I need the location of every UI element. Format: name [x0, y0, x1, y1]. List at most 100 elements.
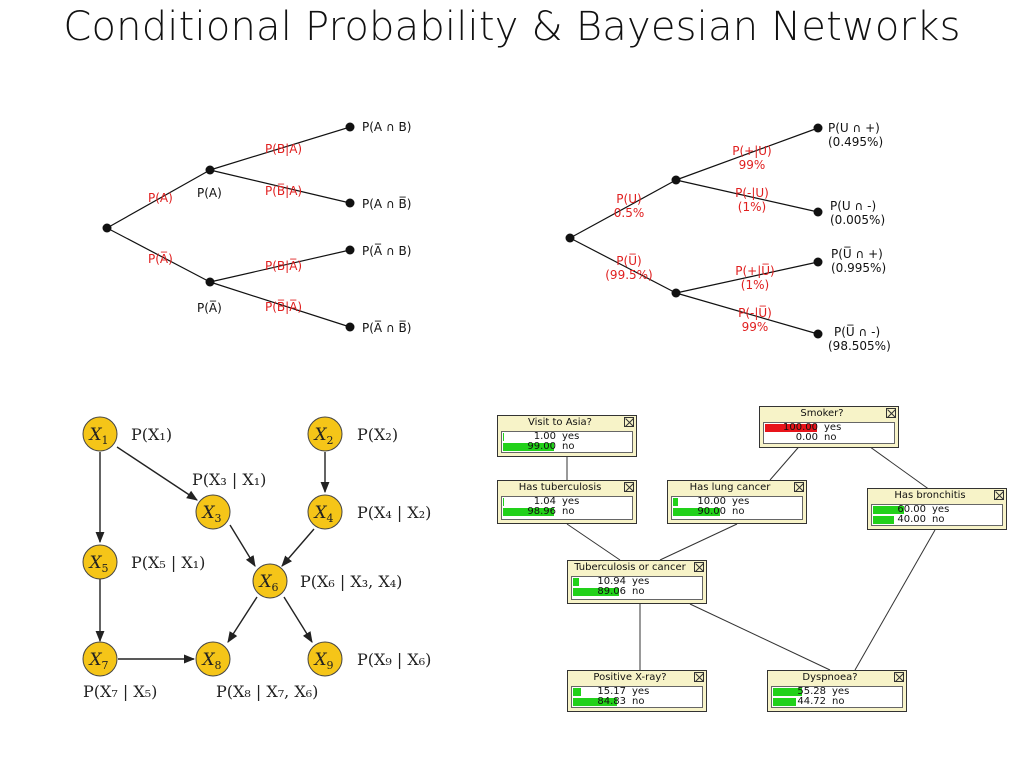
tree1-label-pb-given-abar: P(B|A̅)	[265, 258, 302, 273]
close-icon[interactable]	[624, 482, 634, 492]
tree1-outcome-2: P(A ∩ B̅)	[362, 196, 411, 211]
probability-bar	[765, 424, 817, 432]
probability-bar	[503, 508, 554, 516]
tree2-value-pneg-given-u: (1%)	[738, 200, 766, 214]
dag-label-x5: P(X₅ | X₁)	[131, 553, 205, 572]
state-label: yes	[824, 422, 842, 433]
probability-bar	[503, 433, 504, 441]
dag-node-x3	[195, 494, 231, 530]
state-label: no	[832, 696, 845, 707]
state-label: no	[732, 506, 745, 517]
tree2-outcome-2-label: P(U ∩ -)	[830, 199, 876, 213]
tree2-outcome-3-label: P(U̅ ∩ +)	[831, 246, 883, 261]
bn-node-title: Has bronchitis	[894, 490, 966, 501]
tree2-label-pu: P(U)	[616, 192, 641, 206]
state-value: 60.00	[897, 504, 926, 515]
close-icon[interactable]	[694, 562, 704, 572]
probability-bar	[503, 498, 504, 506]
tree2-leaf-4	[813, 329, 823, 339]
tree1-label-pa: P(A)	[148, 191, 173, 205]
dag-label-x3: P(X₃ | X₁)	[192, 470, 266, 489]
dag-label-x1: P(X₁)	[131, 425, 172, 444]
tree1-label-pabar: P(A̅)	[148, 251, 173, 266]
dag-node-x6	[252, 563, 288, 599]
probability-bar	[573, 698, 617, 706]
state-label: no	[932, 514, 945, 525]
probability-bar	[873, 516, 894, 524]
bn-node-title: Smoker?	[800, 408, 844, 419]
state-label: yes	[732, 496, 750, 507]
state-value: 55.28	[797, 686, 826, 697]
state-value: 100.00	[783, 422, 818, 433]
close-icon[interactable]	[624, 417, 634, 427]
dag-label-x7: P(X₇ | X₅)	[83, 682, 157, 701]
dag-node-x4	[307, 494, 343, 530]
tree2-root-node	[565, 233, 575, 243]
tree2-label-pneg-given-ubar: P(-|U̅)	[738, 305, 772, 320]
tree2-leaf-1	[813, 123, 823, 133]
probability-bar	[873, 506, 904, 514]
close-icon[interactable]	[994, 490, 1004, 500]
tree2-label-ppos-given-ubar: P(+|U̅)	[735, 263, 774, 278]
tree1-node-abar	[205, 277, 215, 287]
tree1-outcome-1: P(A ∩ B)	[362, 120, 411, 134]
state-value: 40.00	[897, 514, 926, 525]
tree2-outcome-3-value: (0.995%)	[831, 261, 886, 275]
tree1-label-pbbar-given-abar: P(B̅|A̅)	[265, 299, 302, 314]
state-value: 1.00	[533, 431, 556, 442]
tree2-outcome-2-value: (0.005%)	[830, 213, 885, 227]
tree1-node-label-upper: P(A)	[197, 186, 222, 200]
state-label: no	[562, 441, 575, 452]
bn-node-dyspnoea[interactable]: Dyspnoea? 55.28 yes 44.72 no	[767, 670, 907, 712]
state-label: no	[632, 586, 645, 597]
dag-node-x8	[195, 641, 231, 677]
dag-label-x2: P(X₂)	[357, 425, 398, 444]
tree1-label-pb-given-a: P(B|A)	[265, 142, 302, 156]
state-value: 44.72	[797, 696, 826, 707]
bn-node-has-bronchitis[interactable]: Has bronchitis 60.00 yes 40.00 no	[867, 488, 1007, 530]
dag-node-x9	[307, 641, 343, 677]
tree1-leaf-3	[345, 245, 355, 255]
tree1-label-pbbar-given-a: P(B̅|A)	[265, 183, 302, 198]
tree2-outcome-1-value: (0.495%)	[828, 135, 883, 149]
tree2-outcome-4-label: P(U̅ ∩ -)	[834, 324, 880, 339]
state-label: yes	[632, 686, 650, 697]
state-value: 90.00	[697, 506, 726, 517]
close-icon[interactable]	[886, 408, 896, 418]
state-value: 99.00	[527, 441, 556, 452]
tree2-label-pneg-given-u: P(-|U)	[735, 186, 769, 200]
tree2-outcome-1-label: P(U ∩ +)	[828, 121, 880, 135]
probability-bar	[773, 698, 796, 706]
state-label: yes	[632, 576, 650, 587]
bn-node-title: Dyspnoea?	[802, 672, 858, 683]
state-label: yes	[562, 431, 580, 442]
close-icon[interactable]	[894, 672, 904, 682]
tree1-root-node	[102, 223, 112, 233]
tree1-leaf-1	[345, 122, 355, 132]
state-label: yes	[832, 686, 850, 697]
tree2-value-pu: 0.5%	[614, 206, 645, 220]
tree1-outcome-4: P(A̅ ∩ B̅)	[362, 320, 411, 335]
state-value: 1.04	[533, 496, 556, 507]
tree2-label-ppos-given-u: P(+|U)	[732, 144, 771, 158]
close-icon[interactable]	[794, 482, 804, 492]
state-label: no	[562, 506, 575, 517]
dag-node-x7	[82, 641, 118, 677]
tree2-leaf-3	[813, 257, 823, 267]
tree1-node-a	[205, 165, 215, 175]
probability-bar	[573, 588, 619, 596]
tree2-value-pneg-given-ubar: 99%	[742, 320, 769, 334]
state-value: 15.17	[597, 686, 626, 697]
probability-bar	[673, 498, 678, 506]
tree1-leaf-2	[345, 198, 355, 208]
close-icon[interactable]	[694, 672, 704, 682]
state-label: yes	[932, 504, 950, 515]
